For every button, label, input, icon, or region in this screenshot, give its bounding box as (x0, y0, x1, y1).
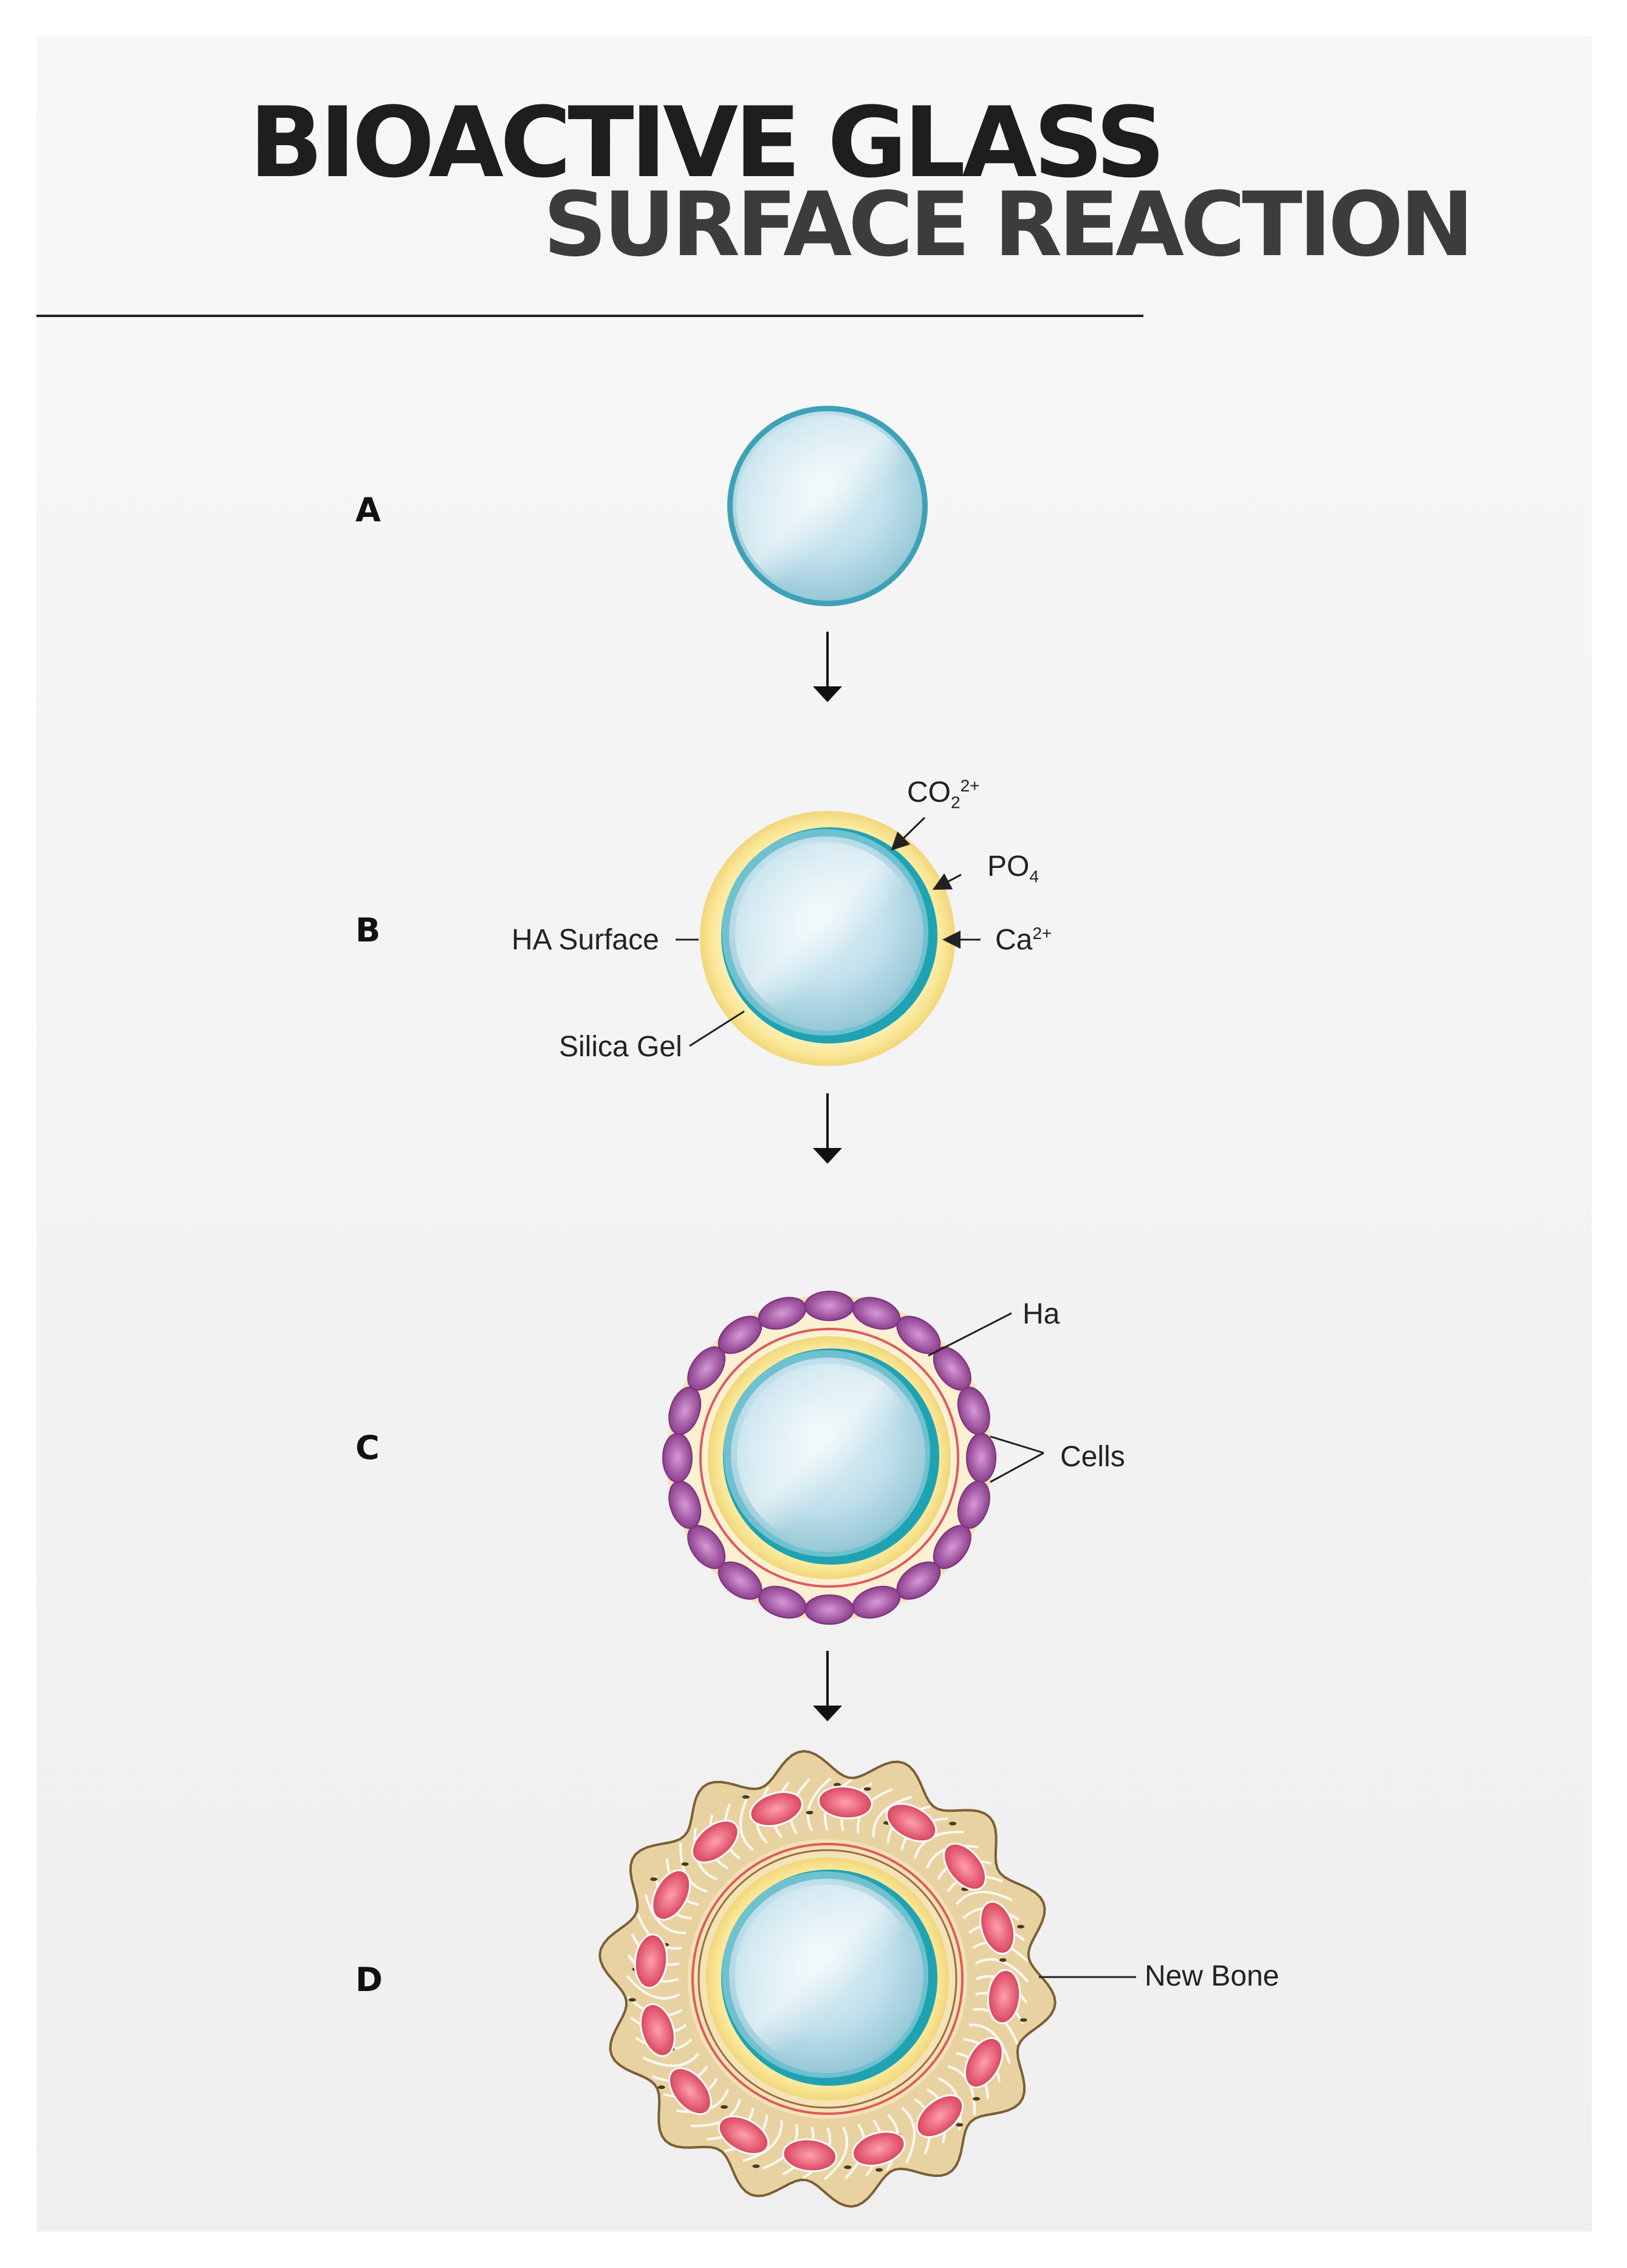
bone-cell (639, 2003, 676, 2057)
bone-cell (852, 2131, 906, 2167)
bone-fiber (626, 1975, 680, 2000)
bone-dot (1019, 2018, 1027, 2022)
label-cells: Cells (1060, 1441, 1125, 1473)
bone-dot (973, 2097, 981, 2101)
bone-cell (634, 1933, 668, 1989)
bone-cell (691, 1820, 739, 1863)
bone-cell (885, 1803, 937, 1843)
stage-label-c: C (355, 1429, 380, 1467)
bone-cell (782, 2138, 838, 2173)
stage-a-sphere (727, 406, 928, 606)
bone-cell (979, 1901, 1016, 1955)
title-line-2: SURFACE REACTION (543, 173, 1474, 276)
bone-fiber (806, 1777, 832, 1832)
bone-fiber (901, 2106, 916, 2164)
bone-fiber (968, 2023, 1011, 2064)
stage-b-sphere (700, 811, 955, 1066)
bone-fiber (742, 2120, 783, 2162)
bone-dot (681, 1862, 689, 1866)
bone-dot (650, 1877, 658, 1881)
bone-cell (718, 2115, 770, 2155)
bone-fiber (872, 1795, 913, 1838)
bone-fiber (644, 1894, 687, 1935)
title-line-1: BIOACTIVE GLASS (249, 86, 1165, 199)
cell (966, 1433, 996, 1483)
bone-dot (844, 2165, 852, 2170)
stage-d-bone (598, 1750, 1057, 2208)
bone-dot (752, 2164, 760, 2168)
bone-cell (668, 2067, 712, 2116)
bone-cell (749, 1791, 803, 1827)
stage-label-b: B (355, 911, 381, 949)
bone-dot (657, 2085, 665, 2089)
bone-fiber (823, 2126, 849, 2181)
arrow-c-to-d (813, 1651, 842, 1721)
cell (957, 1386, 990, 1435)
bone-dot (949, 1822, 957, 1826)
stage-c-leaders (928, 1312, 1044, 1483)
label-ha-surface: HA Surface (512, 924, 659, 956)
bone-dot (1017, 1925, 1024, 1928)
bone-cell (987, 1969, 1021, 2024)
bone-cell (651, 1869, 691, 1921)
label-ca: Ca2+ (995, 924, 1052, 956)
bone-cell (964, 2037, 1004, 2089)
cell (804, 1291, 854, 1321)
stage-c-sphere (666, 1295, 992, 1621)
bone-cell (817, 1785, 873, 1820)
bone-cell (943, 1842, 987, 1891)
bone-dot (834, 1783, 841, 1787)
bone-dot (628, 1998, 636, 2002)
title-divider (36, 315, 1143, 317)
label-co2: CO22+ (907, 776, 980, 812)
cell (804, 1594, 854, 1625)
arrow-a-to-b (813, 632, 842, 702)
bone-dot (875, 2168, 883, 2172)
bone-fiber (642, 2052, 700, 2068)
stage-c-cells (662, 1291, 996, 1625)
stage-label-a: A (355, 491, 381, 529)
bone-cell (916, 2094, 964, 2138)
label-po4: PO4 (987, 850, 1039, 886)
bone-dot (956, 2123, 964, 2127)
bone-dot (999, 1958, 1007, 1962)
cell (662, 1433, 693, 1483)
bone-fiber (739, 1794, 754, 1851)
stage-b-leaders (676, 816, 981, 1047)
bone-fiber (955, 1890, 1013, 1905)
stage-label-d: D (355, 1961, 383, 1999)
label-silica-gel: Silica Gel (559, 1031, 682, 1063)
bone-dot (863, 1787, 871, 1791)
label-new-bone: New Bone (1145, 1960, 1279, 1992)
arrow-b-to-c (813, 1093, 842, 1164)
bone-dot (721, 2105, 728, 2109)
bone-dot (806, 1811, 814, 1815)
bone-dot (742, 1795, 750, 1799)
label-ha: Ha (1022, 1298, 1060, 1330)
